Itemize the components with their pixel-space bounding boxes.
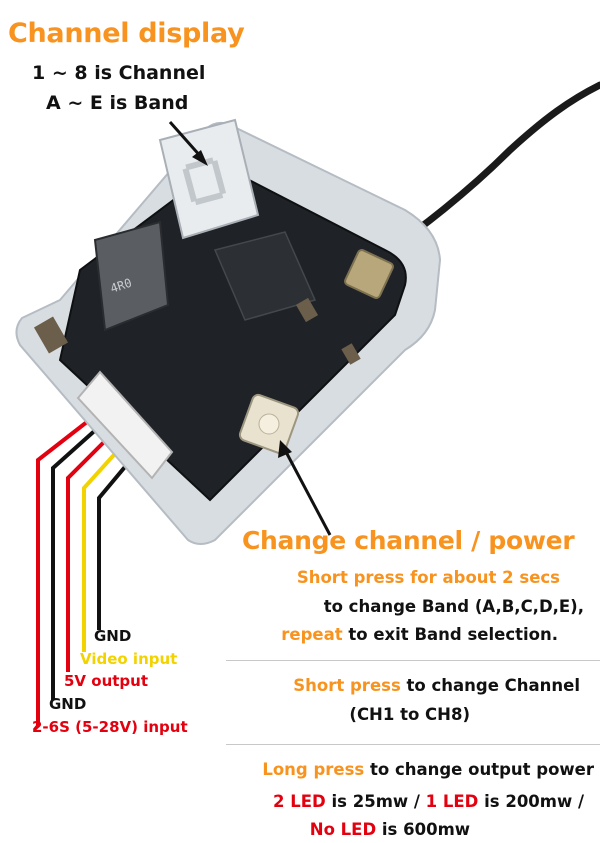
jst-connector bbox=[76, 370, 174, 480]
main-chip bbox=[213, 231, 317, 321]
button-section-title: Change channel / power bbox=[242, 526, 575, 555]
svg-text:4R0: 4R0 bbox=[109, 276, 134, 296]
pointer-arrow-display bbox=[168, 121, 204, 159]
wire-red-5v bbox=[66, 434, 112, 672]
wire-yellow-video bbox=[82, 444, 124, 652]
ufl-connector bbox=[344, 249, 394, 299]
instruction-band-options: to change Band (A,B,C,D,E), bbox=[323, 597, 584, 616]
pointer-arrow-button bbox=[283, 449, 332, 536]
instruction-short-press-band: Short press for about 2 secs bbox=[296, 568, 560, 587]
wire-label-input: 2-6S (5-28V) input bbox=[32, 718, 188, 736]
power-levels-2: No LED is 600mw bbox=[310, 820, 470, 839]
line7-d: is 200mw / bbox=[478, 792, 584, 811]
line3-text: to exit Band selection. bbox=[342, 625, 558, 644]
highlight-1-led: 1 LED bbox=[425, 792, 479, 811]
wire-label-video: Video input bbox=[80, 650, 178, 668]
line4-text: to change Channel bbox=[400, 676, 580, 695]
smd-component bbox=[33, 316, 69, 354]
highlight-short-press: Short press bbox=[293, 676, 401, 695]
line8-b: is 600mw bbox=[376, 820, 470, 839]
line7-b: is 25mw / bbox=[325, 792, 426, 811]
power-levels-1: 2 LED is 25mw / 1 LED is 200mw / bbox=[273, 792, 584, 811]
segment-digit bbox=[182, 157, 227, 206]
smd-component bbox=[295, 297, 319, 323]
wire-bundle bbox=[32, 416, 136, 731]
page-title: Channel display bbox=[8, 18, 245, 49]
instruction-channel: Short press to change Channel bbox=[293, 676, 580, 695]
push-button-cap bbox=[258, 413, 280, 435]
wire-end-red-2-6s bbox=[32, 724, 40, 731]
inductor bbox=[93, 220, 170, 332]
band-info: A ~ E is Band bbox=[46, 92, 189, 114]
channel-info: 1 ~ 8 is Channel bbox=[32, 62, 206, 84]
wire-red-2-6s bbox=[36, 416, 94, 725]
wire-black-gnd-2 bbox=[51, 424, 102, 700]
wire-label-gnd-1: GND bbox=[94, 627, 132, 645]
seven-segment-display bbox=[158, 118, 260, 240]
instruction-channel-range: (CH1 to CH8) bbox=[349, 705, 470, 724]
divider bbox=[226, 660, 600, 661]
wire-label-5v: 5V output bbox=[64, 672, 149, 690]
highlight-no-led: No LED bbox=[309, 820, 377, 839]
smd-component bbox=[341, 343, 361, 365]
instruction-exit-band: repeat to exit Band selection. bbox=[281, 625, 558, 644]
wire-black-gnd-1 bbox=[97, 454, 136, 630]
highlight-long-press: Long press bbox=[262, 760, 365, 779]
divider bbox=[226, 744, 600, 745]
wire-label-gnd-2: GND bbox=[49, 695, 87, 713]
highlight-2-led: 2 LED bbox=[273, 792, 326, 811]
instruction-power: Long press to change output power bbox=[262, 760, 594, 779]
line6-text: to change output power bbox=[364, 760, 594, 779]
highlight-repeat: repeat bbox=[281, 625, 343, 644]
